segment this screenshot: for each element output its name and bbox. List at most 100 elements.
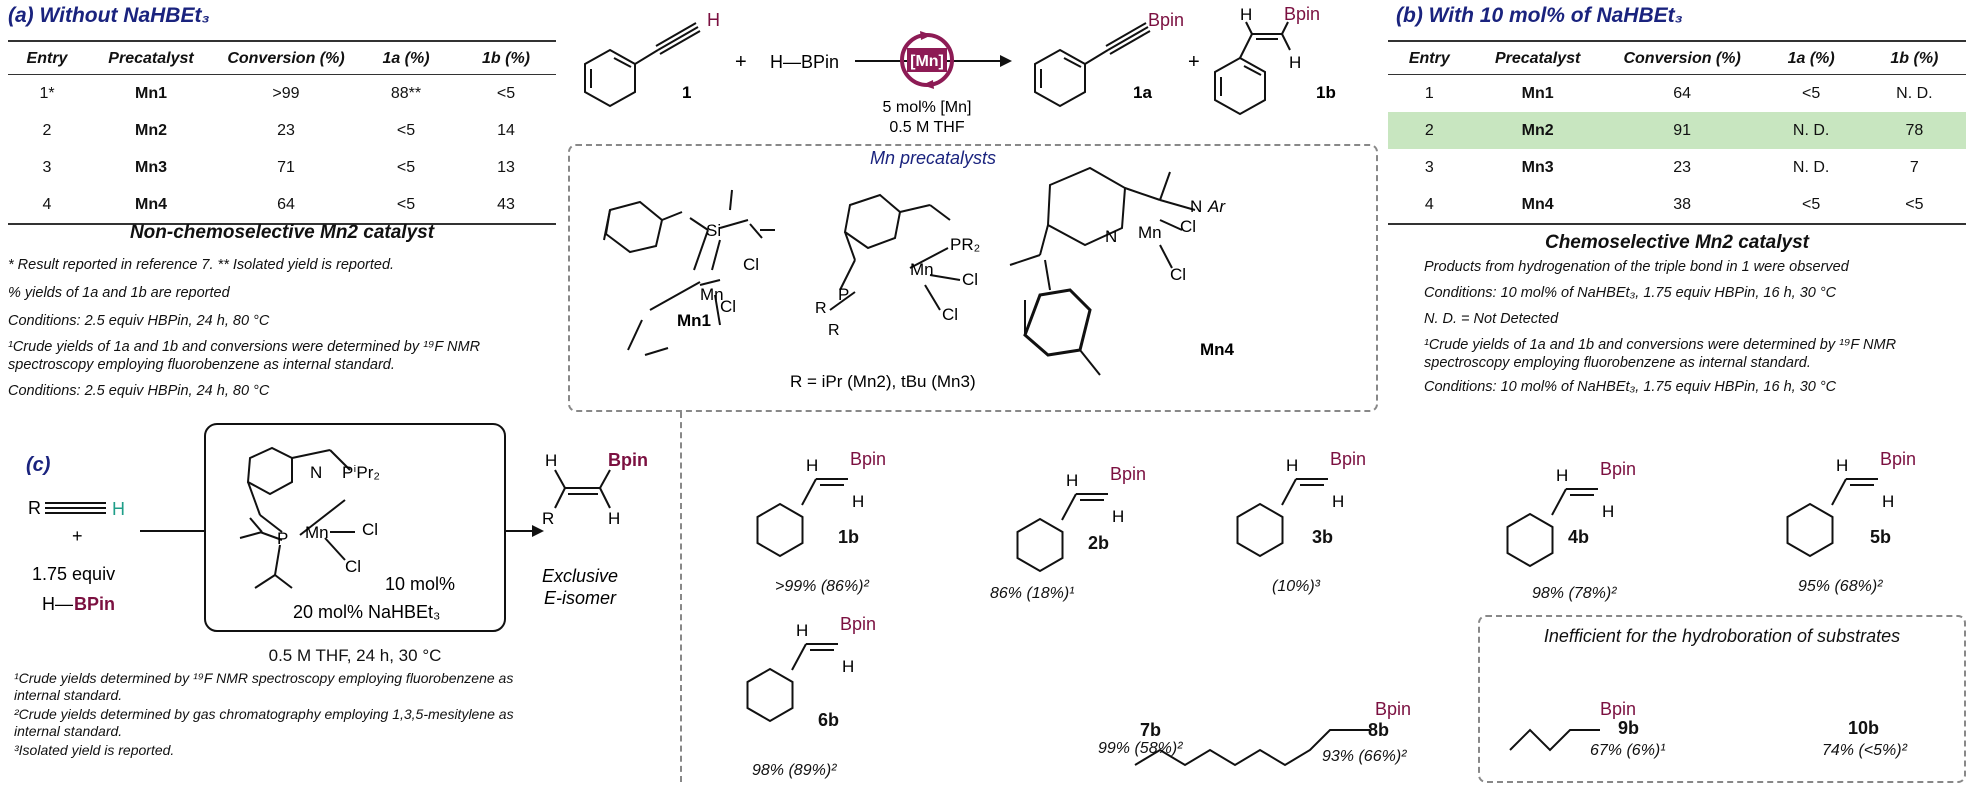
mn1-structure (603, 189, 775, 356)
panel-c-title: (c) (26, 454, 51, 476)
mn2-catalyst (239, 446, 355, 589)
note-line: ¹Crude yields determined by ¹⁹F NMR spec… (14, 670, 514, 703)
substrate-3-h: H (1556, 466, 1568, 485)
cell: 7 (1909, 158, 1919, 176)
alkyne-h: H (112, 499, 125, 519)
propenyl-chain (1509, 728, 1600, 752)
atom-h: H— (42, 594, 73, 614)
panel-b-table: Entry Precatalyst Conversion (%) 1a (%) … (1388, 40, 1966, 225)
panel-a-table: Entry Precatalyst Conversion (%) 1a (%) … (8, 40, 556, 225)
col-entry: Entry (1388, 40, 1471, 75)
note-line: % yields of 1a and 1b are reported (8, 285, 230, 301)
substrate-3-bond (1551, 488, 1567, 516)
precatalysts-title: Mn precatalysts (870, 148, 997, 168)
atom-si: Si (706, 221, 721, 240)
substrate-8b-yield: 93% (66%)² (1322, 748, 1407, 765)
substrate-6b-yield: 98% (89%)² (752, 762, 837, 779)
substrate-4b-yield: 98% (78%)² (1532, 585, 1617, 602)
atom-p: P (838, 285, 849, 304)
substrate-0-h: H (806, 456, 818, 475)
compound-1-label: 1 (682, 83, 691, 102)
cell: Mn1 (1521, 84, 1554, 102)
cell: <5 (396, 158, 416, 176)
substrate-4-h: H (1836, 456, 1848, 475)
catalyst-loading: 10 mol% (385, 574, 455, 594)
inefficient-box (1478, 615, 1966, 783)
cell: 38 (1604, 186, 1760, 225)
cell: 4 (1388, 186, 1471, 225)
atom-cl: Cl (1180, 217, 1196, 236)
cell: N. D. (1896, 84, 1933, 102)
cell: 23 (1673, 158, 1692, 176)
substrate-9b-label: 9b (1618, 718, 1640, 738)
product-1b (1214, 21, 1291, 116)
r-definition: R = iPr (Mn2), tBu (Mn3) (790, 372, 976, 391)
substrate-2-bpin: Bpin (1330, 449, 1366, 469)
cell: Mn3 (135, 158, 167, 176)
atom-ar: Ar (1207, 197, 1226, 216)
plus: + (735, 51, 747, 73)
atom-n: N (1105, 227, 1117, 246)
substrate-divider (680, 412, 682, 782)
cell: <5 (1862, 186, 1966, 225)
cell: 2 (1388, 112, 1471, 149)
bpin-1a: Bpin (1148, 10, 1184, 30)
phenylacetylene (584, 22, 701, 108)
cell: <5 (1759, 186, 1863, 225)
col-1a: 1a (%) (356, 40, 456, 75)
product-c (554, 469, 611, 509)
substrate-1b-yield: >99% (86%)² (775, 578, 869, 595)
atom-pr: PR₂ (950, 235, 980, 254)
substrate-8b-label: 8b (1368, 720, 1390, 740)
substrate-7b-bpin: Bpin (1375, 699, 1411, 719)
atom-h: H (608, 509, 620, 528)
col-conversion: Conversion (%) (1604, 40, 1760, 75)
reaction-scheme: H 1 + H—BPin [Mn] 5 mol% [Mn] 0.5 M THF … (584, 4, 1336, 136)
panel-c-notes: ¹Crude yields determined by ¹⁹F NMR spec… (14, 670, 534, 759)
cell: Mn3 (1521, 158, 1554, 176)
panel-b-caption: Chemoselective Mn2 catalyst (1544, 232, 1809, 253)
atom-r: R (828, 322, 840, 339)
product-note-1: Exclusive (542, 566, 618, 586)
substrate-0-bpin: Bpin (850, 449, 886, 469)
cell: Mn4 (86, 186, 216, 225)
substrate-3b-yield: (10%)³ (1272, 578, 1321, 595)
catalyst-box (204, 423, 506, 632)
atom-mn: Mn (700, 285, 724, 304)
cell: 23 (277, 121, 295, 139)
cell: <5 (356, 186, 456, 225)
substrate-1-ring (1016, 517, 1064, 573)
substrate-4-ring (1786, 502, 1834, 558)
cell: 71 (277, 158, 295, 176)
substrate-7b-label: 7b (1140, 720, 1162, 740)
cell: 13 (497, 158, 515, 176)
note-line: ¹Crude yields of 1a and 1b and conversio… (1424, 337, 1897, 371)
cell: >99 (272, 84, 300, 102)
panel-a-notes: * Result reported in reference 7. ** Iso… (8, 256, 556, 400)
col-1a: 1a (%) (1759, 40, 1863, 75)
substrate-5b-yield: 95% (68%)² (1798, 578, 1883, 595)
substrate-1-h: H (1066, 471, 1078, 490)
substrate-4-h2: H (1882, 492, 1894, 511)
panel-c-scheme: R H + 1.75 equiv H— BPin N PⁱPr₂ Mn P Cl… (28, 423, 648, 632)
substrate-5-ring (746, 667, 794, 723)
precatalyst-structures: Si Mn Cl Cl Mn1 Mn PR₂ P Cl Cl R R R = i… (603, 166, 1235, 391)
alkyne-h: H (707, 10, 720, 30)
compound-1b-label: 1b (1316, 83, 1336, 102)
bpin-c: BPin (74, 594, 115, 614)
atom-n: N (1190, 197, 1202, 216)
note-line: ¹Crude yields of 1a and 1b and conversio… (8, 339, 481, 373)
note-line: Conditions: 10 mol% of NaHBEt₃, 1.75 equ… (1424, 285, 1837, 301)
substrate-5-h2: H (842, 657, 854, 676)
substrate-8b-bpin: Bpin (1600, 699, 1636, 719)
mn4-label: Mn4 (1200, 340, 1235, 359)
cell: 2 (42, 121, 52, 139)
substrate-0-bond (801, 478, 817, 506)
col-entry: Entry (8, 40, 86, 75)
bpin-product: Bpin (608, 450, 648, 470)
cell: Mn2 (1470, 112, 1605, 149)
